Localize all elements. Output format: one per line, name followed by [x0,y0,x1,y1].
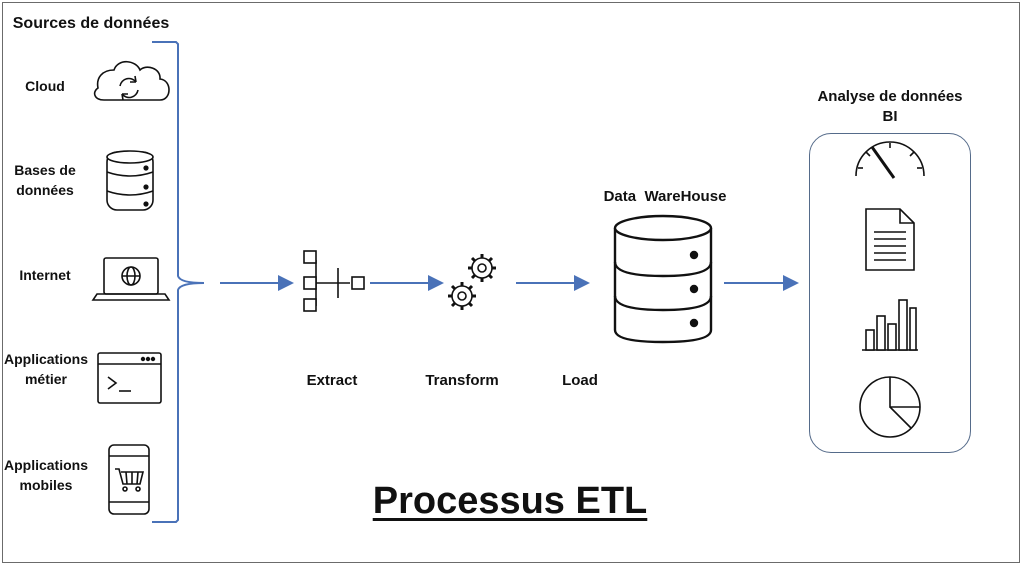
document-icon [865,208,915,271]
analysis-title-line2: BI [882,108,898,125]
transform-label: Transform [425,372,499,389]
laptop-globe-icon [91,257,171,301]
warehouse-title: Data WareHouse [603,188,727,205]
bar-chart-icon [862,299,918,351]
main-title: Processus ETL [372,480,648,522]
load-label: Load [562,372,598,389]
terminal-window-icon [97,352,162,404]
mobile-cart-icon [108,444,150,515]
sources-title: Sources de données [12,15,170,32]
source-label-cloud: Cloud [25,78,65,94]
transform-gears-icon [448,254,496,310]
warehouse-database-icon [613,214,713,344]
source-label-mobile-apps: Applications mobiles [3,457,88,493]
gauge-icon [855,141,925,179]
extract-label: Extract [306,372,358,389]
pie-chart-icon [859,376,921,438]
bi-panel [809,133,971,453]
analysis-title-line1: Analyse de données [817,88,963,105]
source-label-internet: Internet [19,267,71,283]
source-label-business-apps: Applications métier [3,351,88,387]
extract-hierarchy-icon [303,250,365,312]
cloud-sync-icon [93,60,170,101]
sources-brace [152,41,205,523]
database-icon [106,150,154,211]
analysis-title: Analyse de données BI [795,87,985,127]
source-label-databases: Bases de données [14,162,76,198]
